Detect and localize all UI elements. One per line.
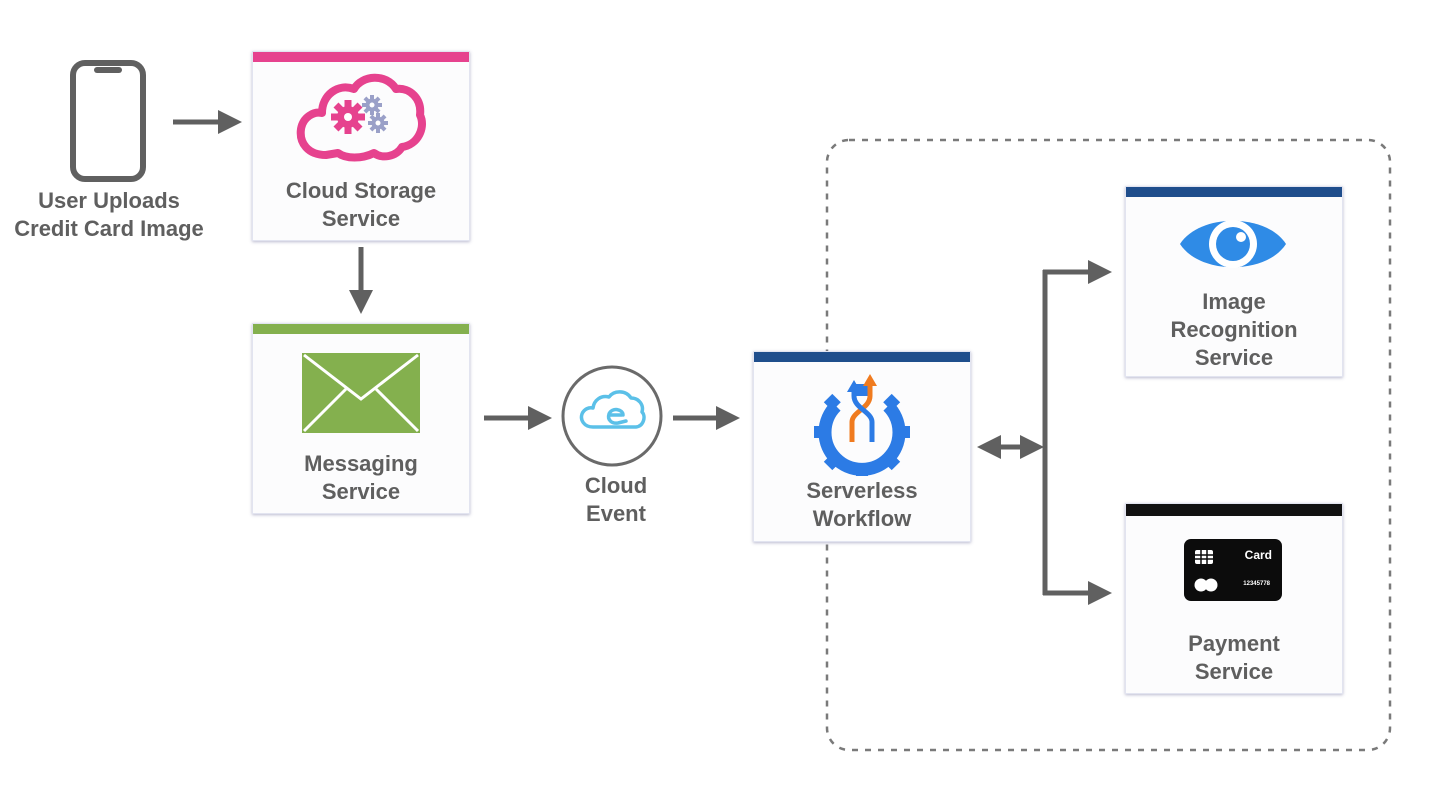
messaging-title: Messaging Service xyxy=(253,450,469,506)
messaging-color-bar xyxy=(253,324,469,334)
storage-title-line2: Service xyxy=(321,206,401,231)
cloud-event-label: Cloud Event xyxy=(556,472,676,528)
payment-service-node[interactable]: Card 12345778 Payment Service xyxy=(1125,503,1343,694)
payment-title-line2: Service xyxy=(1194,659,1274,684)
messaging-title-line2: Service xyxy=(321,479,401,504)
workflow-gear-icon xyxy=(814,374,910,476)
user-upload-label-line2: Credit Card Image xyxy=(14,216,204,241)
payment-color-bar xyxy=(1126,504,1342,516)
image-recognition-title: Image Recognition Service xyxy=(1126,288,1342,372)
storage-title: Cloud Storage Service xyxy=(253,177,469,233)
payment-title: Payment Service xyxy=(1126,630,1342,686)
messaging-service-node[interactable]: Messaging Service xyxy=(252,323,470,514)
workflow-title: Serverless Workflow xyxy=(754,477,970,533)
serverless-workflow-node[interactable]: Serverless Workflow xyxy=(753,351,971,542)
credit-card-icon: Card 12345778 xyxy=(1184,539,1282,601)
card-label: Card xyxy=(1244,548,1272,562)
cloud-storage-service-node[interactable]: Cloud Storage Service xyxy=(252,51,470,241)
user-upload-label: User Uploads Credit Card Image xyxy=(0,187,218,243)
messaging-title-line1: Messaging xyxy=(304,451,418,476)
card-logo-icon xyxy=(1194,578,1218,592)
cloud-event-label-line1: Cloud xyxy=(584,473,648,498)
cloud-event-label-line2: Event xyxy=(586,501,646,526)
envelope-icon xyxy=(302,353,420,433)
storage-title-line1: Cloud Storage xyxy=(285,178,437,203)
card-number: 12345778 xyxy=(1243,581,1270,587)
smartphone-icon xyxy=(70,60,146,182)
card-chip-icon xyxy=(1195,550,1213,564)
workflow-title-line1: Serverless xyxy=(806,478,918,503)
workflow-title-line2: Workflow xyxy=(812,506,912,531)
eye-icon xyxy=(1180,220,1286,268)
storage-color-bar xyxy=(253,52,469,62)
workflow-color-bar xyxy=(754,352,970,362)
image-recognition-service-node[interactable]: Image Recognition Service xyxy=(1125,186,1343,377)
cloud-event-icon[interactable] xyxy=(560,364,664,468)
user-upload-label-line1: User Uploads xyxy=(38,188,180,213)
image-recognition-title-line3: Service xyxy=(1194,345,1274,370)
image-recognition-color-bar xyxy=(1126,187,1342,197)
cloud-gears-icon xyxy=(296,73,426,162)
image-recognition-title-line2: Recognition xyxy=(1170,317,1298,342)
payment-title-line1: Payment xyxy=(1188,631,1280,656)
image-recognition-title-line1: Image xyxy=(1202,289,1266,314)
